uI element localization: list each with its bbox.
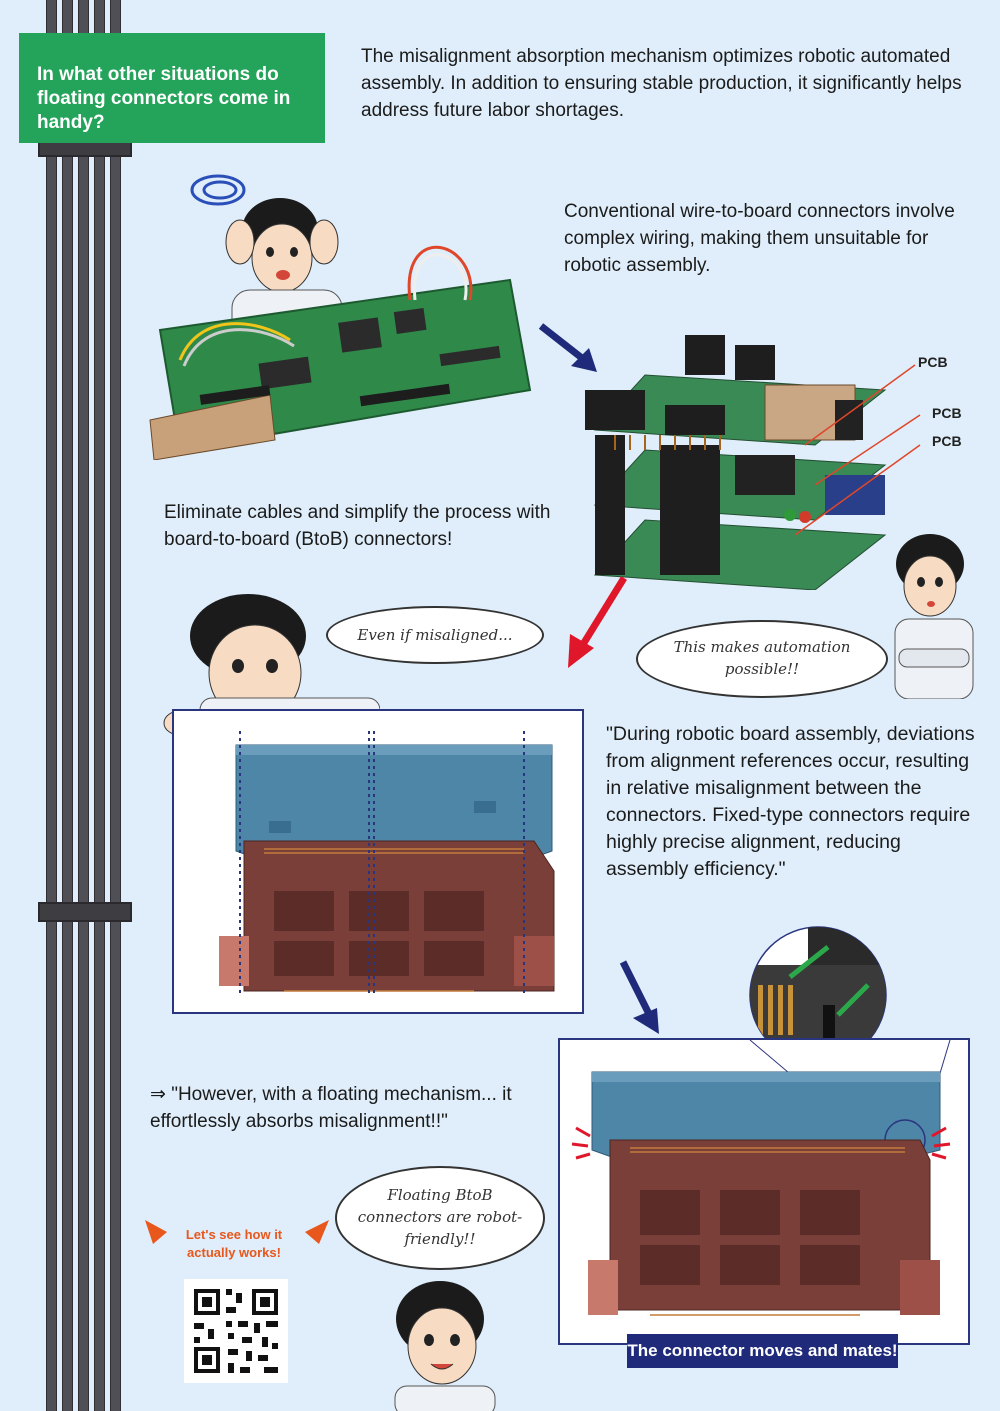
wired-board-illustration bbox=[149, 174, 532, 460]
mated-caption: The connector moves and mates! bbox=[627, 1334, 898, 1368]
speech-bubble-text: This makes automation possible!! bbox=[673, 638, 851, 678]
speech-bubble-misaligned: Even if misaligned... bbox=[326, 606, 544, 664]
pcb-board bbox=[149, 245, 532, 460]
eliminate-cables-text: Eliminate cables and simplify the proces… bbox=[164, 502, 551, 550]
cable-bundle bbox=[38, 0, 132, 1411]
stacked-pcb-illustration bbox=[585, 335, 921, 590]
speech-bubble-text: Floating BtoB connectors are robot-frien… bbox=[357, 1186, 523, 1248]
misaligned-connector-panel bbox=[172, 709, 584, 1014]
cta-arrows bbox=[145, 1220, 329, 1244]
section-question: In what other situations do floating con… bbox=[19, 33, 325, 143]
arms-crossed-man bbox=[894, 534, 974, 699]
arrow-down-left-icon bbox=[568, 576, 627, 668]
arrow-down-icon bbox=[619, 960, 659, 1034]
mated-connector-panel bbox=[558, 1038, 970, 1345]
speech-bubble-robot-friendly: Floating BtoB connectors are robot-frien… bbox=[335, 1166, 545, 1270]
dizzy-icon bbox=[190, 174, 246, 206]
intro-paragraph: The misalignment absorption mechanism op… bbox=[361, 46, 962, 121]
qr-code-icon bbox=[194, 1289, 278, 1373]
misalignment-quote: "During robotic board assembly, deviatio… bbox=[606, 723, 975, 880]
arrow-down-right-icon bbox=[538, 323, 597, 372]
lets-see-caption: Let's see how it actually works! bbox=[185, 1227, 283, 1260]
arrow-left-icon bbox=[145, 1220, 167, 1244]
arrow-right-icon bbox=[305, 1220, 329, 1244]
qr-code[interactable] bbox=[184, 1279, 288, 1383]
pcb-label: PCB bbox=[918, 354, 948, 370]
speech-bubble-text: Even if misaligned... bbox=[357, 626, 513, 644]
pcb-label: PCB bbox=[932, 405, 962, 421]
pcb-label: PCB bbox=[932, 433, 962, 449]
mated-connector-illustration bbox=[571, 1039, 951, 1316]
misaligned-connector-illustration bbox=[219, 731, 555, 996]
smiling-man bbox=[394, 1281, 496, 1411]
cable-clamp bbox=[38, 902, 132, 922]
speech-bubble-automation: This makes automation possible!! bbox=[636, 620, 888, 698]
conventional-connector-text: Conventional wire-to-board connectors in… bbox=[564, 201, 955, 276]
floating-mechanism-text: ⇒ "However, with a floating mechanism...… bbox=[150, 1084, 512, 1132]
section-question-text: In what other situations do floating con… bbox=[37, 64, 291, 133]
